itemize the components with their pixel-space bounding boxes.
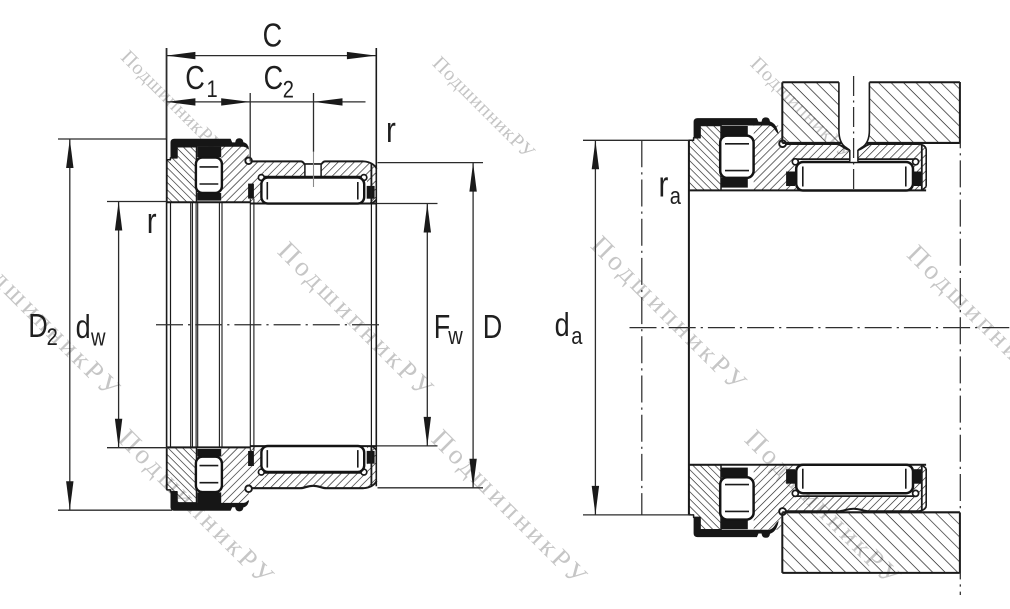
svg-text:r: r: [659, 164, 669, 204]
svg-text:w: w: [447, 322, 463, 349]
svg-text:d: d: [555, 308, 570, 344]
svg-text:C: C: [264, 61, 284, 97]
svg-text:D: D: [28, 309, 48, 345]
svg-text:1: 1: [207, 75, 218, 102]
svg-text:2: 2: [47, 323, 58, 350]
svg-text:C: C: [185, 61, 205, 97]
svg-text:r: r: [386, 109, 396, 149]
svg-text:2: 2: [283, 76, 294, 103]
svg-text:d: d: [76, 309, 91, 345]
svg-text:a: a: [571, 322, 583, 349]
svg-text:D: D: [483, 310, 503, 346]
svg-text:F: F: [434, 310, 451, 346]
svg-text:C: C: [263, 18, 283, 54]
svg-text:r: r: [147, 200, 157, 240]
svg-text:a: a: [670, 182, 682, 209]
svg-text:w: w: [90, 324, 106, 351]
